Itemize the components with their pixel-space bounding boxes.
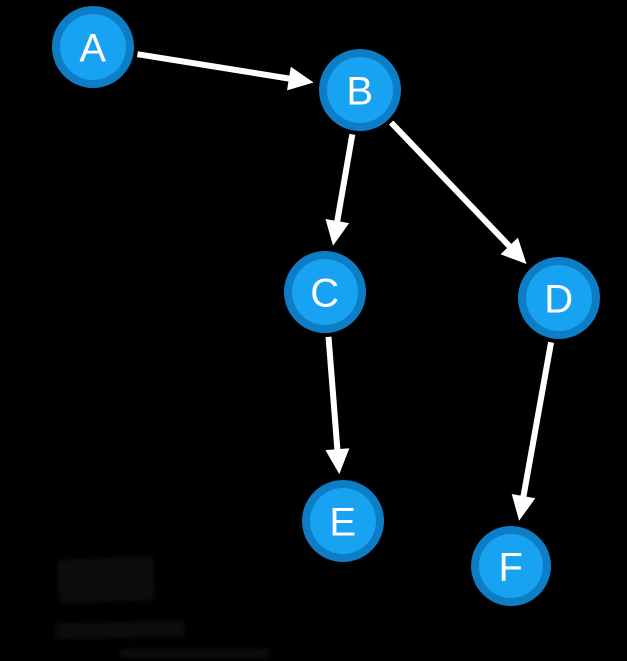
arrowhead-icon xyxy=(500,237,527,265)
node-label: D xyxy=(544,278,573,322)
background-artifact xyxy=(57,556,155,604)
node-label: F xyxy=(499,546,524,590)
edge-A-B xyxy=(136,51,314,91)
edge-B-C xyxy=(325,133,356,246)
node-body xyxy=(310,488,376,554)
node-body xyxy=(60,14,126,80)
edge-shaft xyxy=(136,51,292,82)
node-label: C xyxy=(310,272,339,316)
background-artifact xyxy=(54,620,186,640)
node-E[interactable]: E xyxy=(302,480,384,562)
node-body xyxy=(327,57,393,123)
arrowhead-icon xyxy=(287,66,314,91)
edge-B-D xyxy=(388,120,527,265)
node-F[interactable]: F xyxy=(471,526,551,606)
edge-shaft xyxy=(388,120,513,250)
edge-shaft xyxy=(325,336,341,452)
node-label: B xyxy=(346,70,373,114)
node-D[interactable]: D xyxy=(518,257,600,339)
edge-shaft xyxy=(520,341,555,499)
background-artifact xyxy=(120,648,270,658)
node-B[interactable]: B xyxy=(319,49,401,131)
node-C[interactable]: C xyxy=(284,251,366,333)
edge-shaft xyxy=(333,133,356,224)
arrowhead-icon xyxy=(325,448,350,475)
node-label: A xyxy=(79,27,106,71)
edge-D-F xyxy=(511,341,555,521)
node-body xyxy=(526,265,592,331)
node-label: E xyxy=(329,501,356,545)
node-body xyxy=(292,259,358,325)
node-body xyxy=(479,534,543,598)
edge-C-E xyxy=(325,336,350,475)
arrowhead-icon xyxy=(325,219,350,246)
arrowhead-icon xyxy=(511,493,536,521)
node-A[interactable]: A xyxy=(52,6,134,88)
